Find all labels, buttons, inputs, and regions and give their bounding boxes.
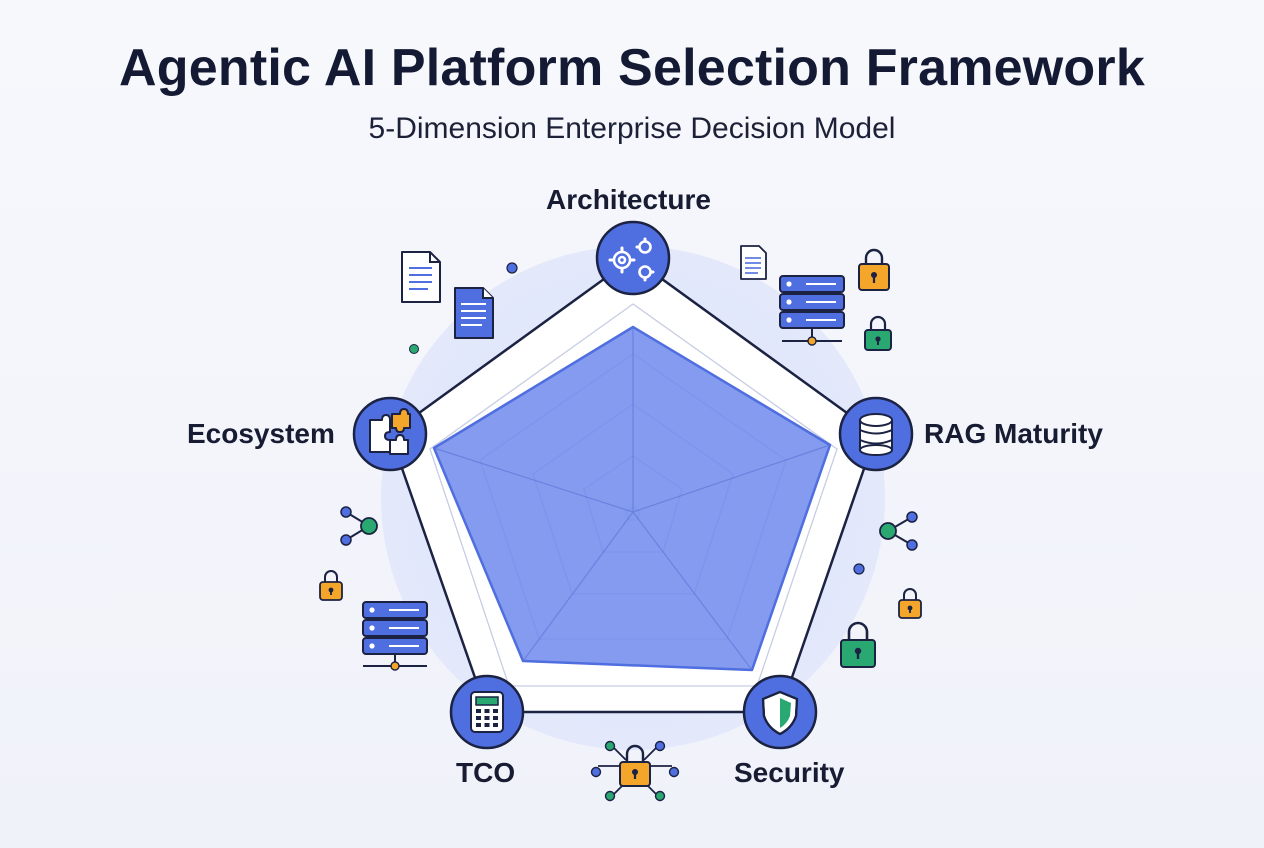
page-subtitle: 5-Dimension Enterprise Decision Model	[368, 112, 896, 145]
label-tco: TCO	[456, 757, 516, 788]
dot-decoration	[853, 563, 865, 575]
page-title: Agentic AI Platform Selection Framework	[119, 39, 1145, 97]
node-architecture	[595, 220, 671, 296]
share-icon	[340, 506, 378, 546]
database-icon	[859, 413, 893, 456]
spokes	[433, 327, 831, 671]
server-icon	[362, 601, 428, 671]
lock-icon	[858, 248, 890, 291]
node-rag-maturity	[838, 396, 914, 472]
node-security	[742, 674, 818, 750]
label-security: Security	[734, 757, 845, 788]
document-icon	[401, 251, 441, 303]
label-rag-maturity: RAG Maturity	[924, 418, 1103, 449]
share-icon	[879, 511, 918, 551]
lock-icon	[840, 621, 876, 668]
lock-icon	[864, 315, 892, 351]
dot-decoration	[506, 262, 518, 274]
lock-icon	[898, 588, 922, 619]
node-ecosystem	[352, 396, 428, 472]
dot-decoration	[409, 344, 419, 354]
document-icon	[740, 245, 767, 280]
document-icon	[454, 287, 494, 339]
server-icon	[779, 275, 845, 346]
lock-icon	[319, 570, 343, 601]
network-lock-icon	[590, 740, 680, 802]
node-tco	[449, 674, 525, 750]
score-polygon	[432, 325, 832, 672]
calculator-icon	[470, 691, 504, 733]
label-ecosystem: Ecosystem	[187, 418, 335, 449]
shield-icon	[761, 690, 799, 736]
puzzle-icon	[369, 408, 411, 455]
label-architecture: Architecture	[546, 184, 711, 215]
